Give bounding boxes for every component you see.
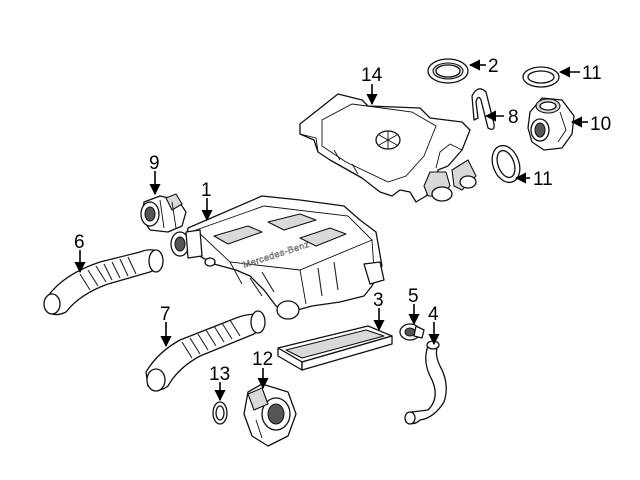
callout-10: 10 — [590, 114, 611, 135]
callout-9: 9 — [149, 153, 160, 174]
part-8-bracket-strap — [471, 88, 495, 130]
part-7-intake-hose — [145, 310, 266, 392]
callout-8: 8 — [508, 107, 519, 128]
callout-12: 12 — [252, 349, 273, 370]
part-12-throttle-body — [243, 383, 297, 447]
part-9-air-mass-sensor — [140, 193, 187, 233]
part-5-clamp — [399, 323, 425, 341]
callout-5: 5 — [408, 286, 419, 307]
callout-11-upper: 11 — [582, 63, 602, 84]
leader-lines — [74, 59, 588, 402]
part-6-intake-hose — [43, 249, 164, 316]
part-11-lower-ring — [491, 144, 521, 184]
callout-6: 6 — [74, 232, 85, 253]
callout-13: 13 — [209, 364, 230, 385]
part-4-breather-hose — [404, 340, 447, 425]
part-14-intake-cover — [299, 93, 477, 203]
callout-14: 14 — [361, 65, 383, 86]
callout-7: 7 — [160, 304, 171, 325]
part-10-adapter — [527, 97, 575, 151]
callout-1: 1 — [201, 180, 212, 201]
part-2-seal-ring — [427, 58, 469, 84]
part-13-o-ring — [212, 401, 228, 425]
part-1-air-filter-housing: Mercedes-Benz — [170, 195, 385, 320]
callout-3: 3 — [373, 290, 384, 311]
part-11-upper-ring — [522, 66, 560, 88]
callout-11-lower: 11 — [533, 169, 553, 190]
callout-2: 2 — [488, 56, 499, 77]
callout-numbers: 1 2 3 4 5 6 7 8 9 10 11 11 12 13 14 — [74, 56, 611, 385]
callout-4: 4 — [428, 304, 439, 325]
part-3-filter-element — [277, 325, 393, 371]
